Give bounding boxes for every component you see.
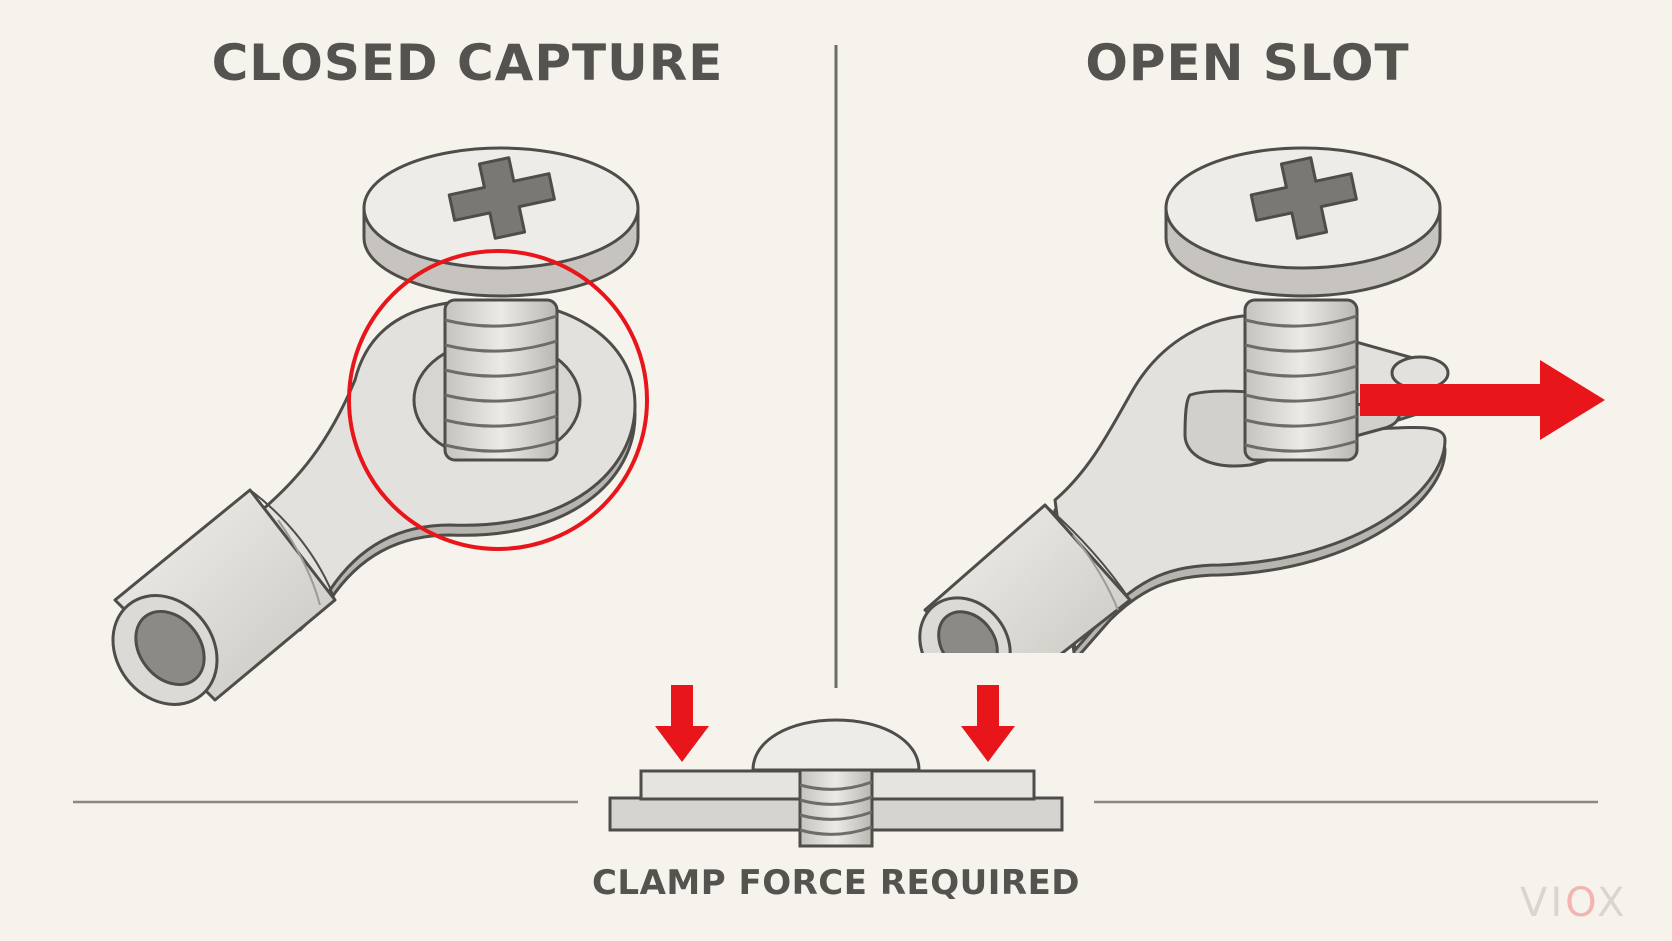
closed-capture-title: CLOSED CAPTURE — [211, 34, 724, 92]
screw-icon — [1164, 146, 1442, 462]
fork-terminal-icon — [918, 313, 1450, 694]
brand-logo: VIOX — [1520, 880, 1652, 926]
clamp-down-arrow-icon — [655, 685, 709, 762]
clamp-down-arrow-icon — [961, 685, 1015, 762]
clamped-screw-section-icon — [608, 718, 1064, 848]
brand-suffix: X — [1597, 880, 1628, 926]
brand-prefix: VI — [1520, 880, 1566, 926]
brand-highlight: O — [1565, 880, 1598, 926]
capture-circle-icon — [347, 249, 649, 551]
slide-out-arrow-icon — [1360, 360, 1605, 440]
clamp-force-caption: CLAMP FORCE REQUIRED — [591, 863, 1081, 903]
screw-icon — [362, 146, 640, 462]
open-slot-title: OPEN SLOT — [1085, 34, 1410, 92]
cut-mask — [900, 653, 1200, 713]
